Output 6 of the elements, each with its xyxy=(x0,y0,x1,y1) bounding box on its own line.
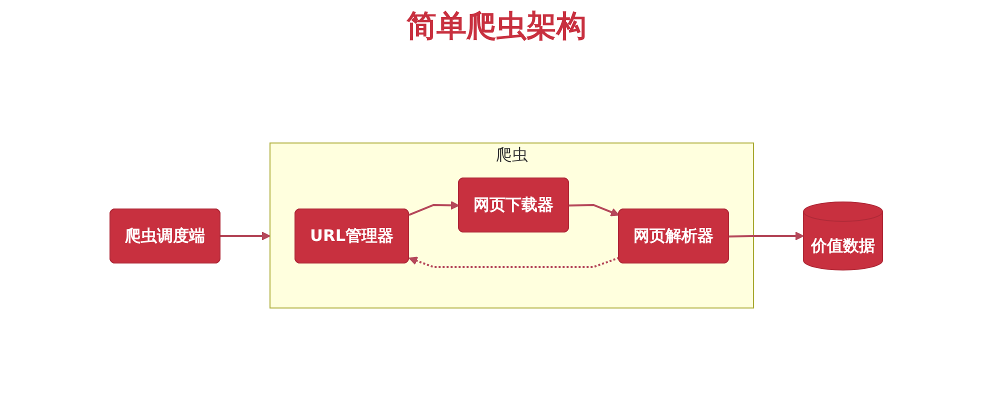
arrow xyxy=(569,204,620,216)
arrow xyxy=(220,232,271,240)
arrow xyxy=(408,256,620,268)
arrow xyxy=(729,232,804,240)
diagram-title: 简单爬虫架构 xyxy=(406,8,586,46)
arrow xyxy=(408,200,460,216)
